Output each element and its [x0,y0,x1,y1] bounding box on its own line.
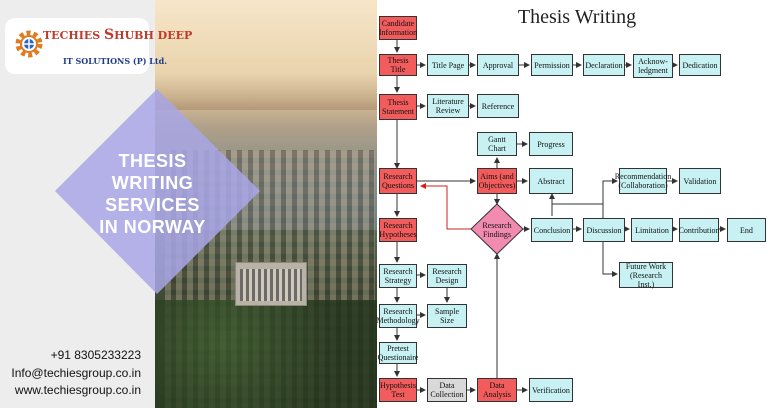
node-reference: Reference [477,94,519,118]
node-gantt-chart: Gantt Chart [477,132,517,156]
node-research-questions: Research Questions [379,168,417,194]
node-sample-size: Sample Size [427,304,467,328]
node-aims-objectives: Aims (and Objectives) [477,168,517,194]
node-progress: Progress [529,132,573,156]
node-end: End [727,218,766,242]
banner-diamond [55,89,260,294]
node-research-findings: Research Findings [482,221,512,239]
logo-subtitle: IT SOLUTIONS (P) Ltd. [63,56,167,66]
node-thesis-title: Thesis Title [379,54,417,76]
flowchart-title: Thesis Writing [517,6,637,28]
node-pretest-questionaire: Pretest Questionaire [377,342,419,364]
logo-name: TECHIES SHUBH DEEP [43,27,193,43]
node-acknowledgment: Acknow-ledgment [633,54,673,78]
node-discussion: Discussion [583,218,625,242]
company-logo[interactable]: TECHIES SHUBH DEEP IT SOLUTIONS (P) Ltd. [5,18,192,74]
node-data-collection: Data Collection [427,378,467,402]
node-future-work: Future Work (Research Inst.) [619,262,673,289]
contact-website[interactable]: www.techiesgroup.co.in [14,383,141,397]
node-abstract: Abstract [529,168,573,194]
node-limitation: Limitation [631,218,673,242]
node-permission: Permission [531,54,573,76]
node-contribution: Contribution [679,218,719,242]
node-candidate-information: Candidate Information [379,16,417,40]
node-hypothesis-test: Hypothesis Test [379,378,417,402]
node-declaration: Declaration [583,54,625,76]
node-dedication: Dedication [679,54,721,76]
node-research-hypotheses: Research Hypotheses [379,218,417,242]
node-research-methodology: Research Methodology [376,304,420,328]
flowchart-connectors [394,40,726,393]
node-validation: Validation [679,168,721,194]
node-verification: Verification [529,378,573,402]
gear-logo-icon [15,30,43,58]
node-title-page: Title Page [427,54,469,76]
node-approval: Approval [477,54,519,76]
banner-title: THESIS WRITING SERVICES IN NORWAY [99,151,206,237]
contact-phone[interactable]: +91 8305233223 [50,348,141,362]
contact-email[interactable]: Info@techiesgroup.co.in [11,366,141,380]
node-research-strategy: Research Strategy [379,264,417,288]
node-conclusion: Conclusion [531,218,573,242]
node-data-analysis: Data Analysis [477,378,517,402]
norway-town-photo [155,0,377,408]
node-thesis-statement: Thesis Statement [379,94,417,120]
node-research-design: Research Design [427,264,467,288]
thesis-flowchart: Thesis Writing [376,0,768,408]
node-recommendation: Recommendation (Collaboration) [615,168,671,194]
node-literature-review: Literature Review [427,94,469,118]
